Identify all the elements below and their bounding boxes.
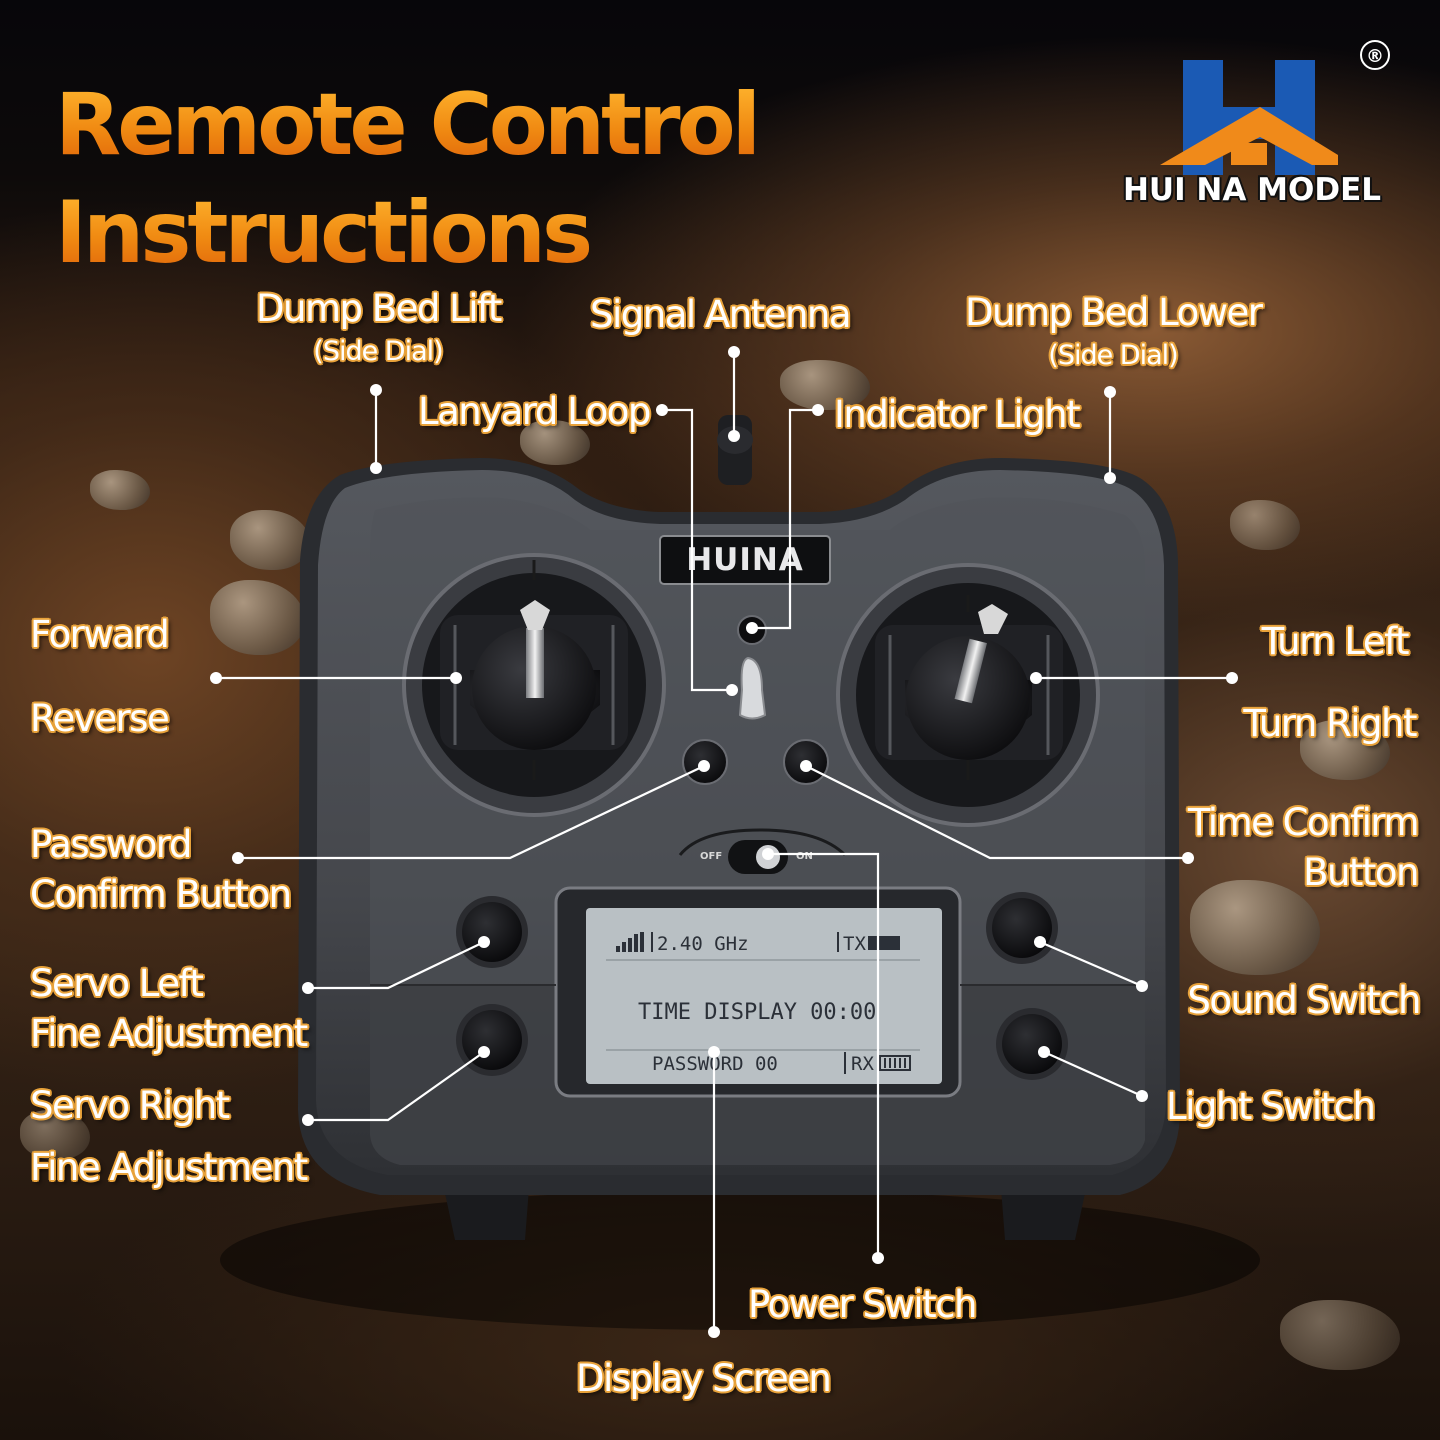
label-power-switch: Power Switch (748, 1283, 977, 1326)
label-signal-antenna: Signal Antenna (590, 293, 852, 336)
label-sound-switch: Sound Switch (1187, 979, 1421, 1022)
background-rock (20, 1110, 90, 1160)
label-dump-bed-lift: Dump Bed Lift (256, 287, 502, 330)
lcd-time-display: TIME DISPLAY 00:00 (638, 1000, 877, 1025)
lcd-signal-icon (616, 932, 644, 952)
label-dump-bed-lower: Dump Bed Lower (965, 291, 1263, 334)
lcd-rx-label: RX (851, 1053, 874, 1075)
background-rock (1190, 880, 1320, 975)
label-servo-right-line2: Fine Adjustment (30, 1146, 308, 1189)
time-confirm-button[interactable] (783, 739, 829, 785)
label-servo-right-line1: Servo Right (30, 1084, 230, 1127)
left-stick[interactable] (526, 628, 544, 698)
lcd-tx-battery-icon (868, 936, 900, 950)
label-turn-left: Turn Left (1261, 620, 1410, 663)
label-lanyard-loop: Lanyard Loop (418, 390, 651, 433)
password-confirm-button[interactable] (682, 739, 728, 785)
label-indicator-light: Indicator Light (834, 393, 1081, 436)
brand-logo-icon (1160, 60, 1338, 175)
page-title-line1: Remote Control (55, 75, 761, 175)
label-password-confirm-line2: Confirm Button (30, 873, 292, 916)
lcd-frequency: 2.40 GHz (657, 933, 749, 955)
light-switch-button[interactable] (1002, 1014, 1062, 1074)
label-password-confirm-line1: Password (30, 823, 192, 866)
background-rock (1280, 1300, 1400, 1370)
label-display-screen: Display Screen (576, 1357, 832, 1400)
label-servo-left-line2: Fine Adjustment (30, 1012, 308, 1055)
label-turn-right: Turn Right (1243, 702, 1417, 745)
label-dump-bed-lower-note: (Side Dial) (1048, 340, 1178, 371)
device-brand-badge: HUINA (686, 542, 804, 578)
lcd-password: PASSWORD 00 (652, 1053, 778, 1075)
page-title-line2: Instructions (55, 183, 593, 283)
label-forward: Forward (30, 613, 170, 656)
lanyard-loop[interactable] (738, 656, 767, 720)
servo-right-trim-button[interactable] (462, 1010, 522, 1070)
sound-switch-button[interactable] (992, 898, 1052, 958)
background-rock (780, 360, 870, 410)
right-stick[interactable] (954, 638, 987, 704)
background-rock (90, 470, 150, 510)
background-rock (210, 580, 305, 655)
registered-mark: ® (1360, 40, 1390, 70)
lcd-rx-battery-icon (879, 1055, 911, 1071)
brand-name: HUI NA MODEL (1122, 172, 1382, 208)
background-rock (520, 420, 590, 465)
label-servo-left-line1: Servo Left (30, 962, 204, 1005)
servo-left-trim-button[interactable] (462, 902, 522, 962)
label-time-confirm-line2: Button (1303, 851, 1419, 894)
background-rock (1230, 500, 1300, 550)
lcd-tx-label: TX (843, 933, 866, 955)
label-reverse: Reverse (30, 697, 170, 740)
label-dump-bed-lift-note: (Side Dial) (313, 336, 443, 367)
background-rock (1300, 720, 1390, 780)
label-light-switch: Light Switch (1166, 1085, 1376, 1128)
label-time-confirm-line1: Time Confirm (1187, 801, 1420, 844)
indicator-light (737, 615, 767, 645)
power-on-label: ON (796, 851, 813, 862)
background-rock (230, 510, 310, 570)
power-off-label: OFF (700, 851, 723, 862)
